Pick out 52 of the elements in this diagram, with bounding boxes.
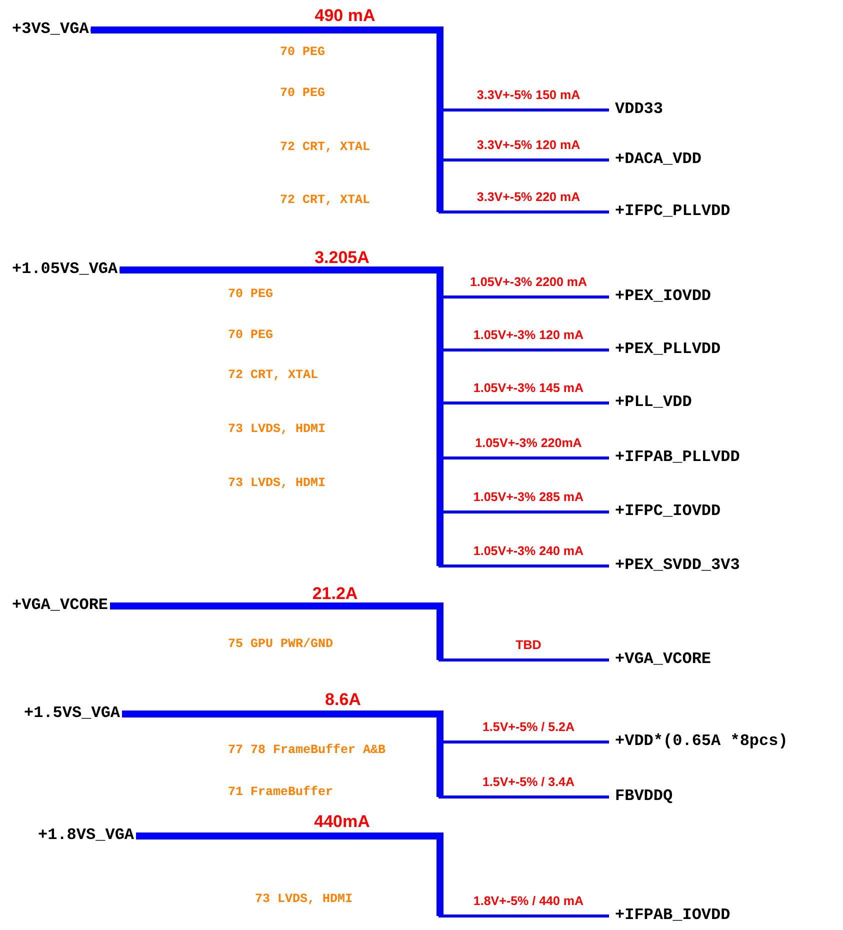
page-reference: 77 78 FrameBuffer A&B xyxy=(228,743,386,757)
page-reference: 70 PEG xyxy=(228,287,274,301)
rail-name: FBVDDQ xyxy=(615,788,673,806)
edge-label: 1.5V+-5% / 3.4A xyxy=(482,776,575,790)
page-reference: 72 CRT, XTAL xyxy=(228,368,318,382)
rail-name: +VGA_VCORE xyxy=(615,651,712,669)
rail-name: +IFPC_PLLVDD xyxy=(615,203,730,221)
rail-name: +1.8VS_VGA xyxy=(38,827,134,845)
edge-label: TBD xyxy=(516,639,542,653)
rail-name: +PEX_SVDD_3V3 xyxy=(615,557,740,575)
page-reference: 70 PEG xyxy=(280,45,326,59)
rail-name: +DACA_VDD xyxy=(615,151,702,169)
current-total: 8.6A xyxy=(325,690,361,710)
page-reference: 73 LVDS, HDMI xyxy=(255,892,353,906)
rail-name: +PEX_IOVDD xyxy=(615,288,712,306)
page-reference: 71 FrameBuffer xyxy=(228,785,334,799)
edge-label: 1.05V+-3% 220mA xyxy=(475,437,582,451)
page-reference: 75 GPU PWR/GND xyxy=(228,637,334,651)
edge-label: 1.05V+-3% 120 mA xyxy=(473,329,584,343)
page-reference: 72 CRT, XTAL xyxy=(280,193,370,207)
page-reference: 72 CRT, XTAL xyxy=(280,140,370,154)
rail-name: +VDD*(0.65A *8pcs) xyxy=(615,733,788,751)
current-total: 440mA xyxy=(314,812,370,832)
edge-label: 1.8V+-5% / 440 mA xyxy=(473,895,584,909)
rail-name: +PEX_PLLVDD xyxy=(615,341,721,359)
page-reference: 70 PEG xyxy=(228,328,274,342)
edge-label: 1.05V+-3% 285 mA xyxy=(473,491,584,505)
rail-name: +IFPC_IOVDD xyxy=(615,503,721,521)
supply-line xyxy=(136,834,609,918)
rail-name: +1.5VS_VGA xyxy=(24,705,120,723)
edge-label: 1.5V+-5% / 5.2A xyxy=(482,721,575,735)
supply-line xyxy=(90,28,609,214)
page-reference: 73 LVDS, HDMI xyxy=(228,476,326,490)
edge-label: 3.3V+-5% 120 mA xyxy=(476,139,580,153)
edge-label: 3.3V+-5% 150 mA xyxy=(476,89,580,103)
rail-name: +IFPAB_IOVDD xyxy=(615,907,730,925)
current-total: 3.205A xyxy=(314,248,370,268)
rail-name: +1.05VS_VGA xyxy=(12,261,118,279)
supply-line xyxy=(110,604,609,662)
rail-name: +IFPAB_PLLVDD xyxy=(615,449,740,467)
current-total: 490 mA xyxy=(314,6,376,26)
page-reference: 73 LVDS, HDMI xyxy=(228,422,326,436)
rail-name: VDD33 xyxy=(615,101,664,119)
page-reference: 70 PEG xyxy=(280,86,326,100)
rail-name: +3VS_VGA xyxy=(12,21,89,39)
rail-name: +VGA_VCORE xyxy=(12,597,108,615)
edge-label: 1.05V+-3% 240 mA xyxy=(473,545,584,559)
edge-label: 1.05V+-3% 145 mA xyxy=(473,382,584,396)
edge-label: 3.3V+-5% 220 mA xyxy=(476,191,580,205)
edge-label: 1.05V+-3% 2200 mA xyxy=(470,276,588,290)
rail-name: +PLL_VDD xyxy=(615,394,692,412)
current-total: 21.2A xyxy=(312,584,358,604)
